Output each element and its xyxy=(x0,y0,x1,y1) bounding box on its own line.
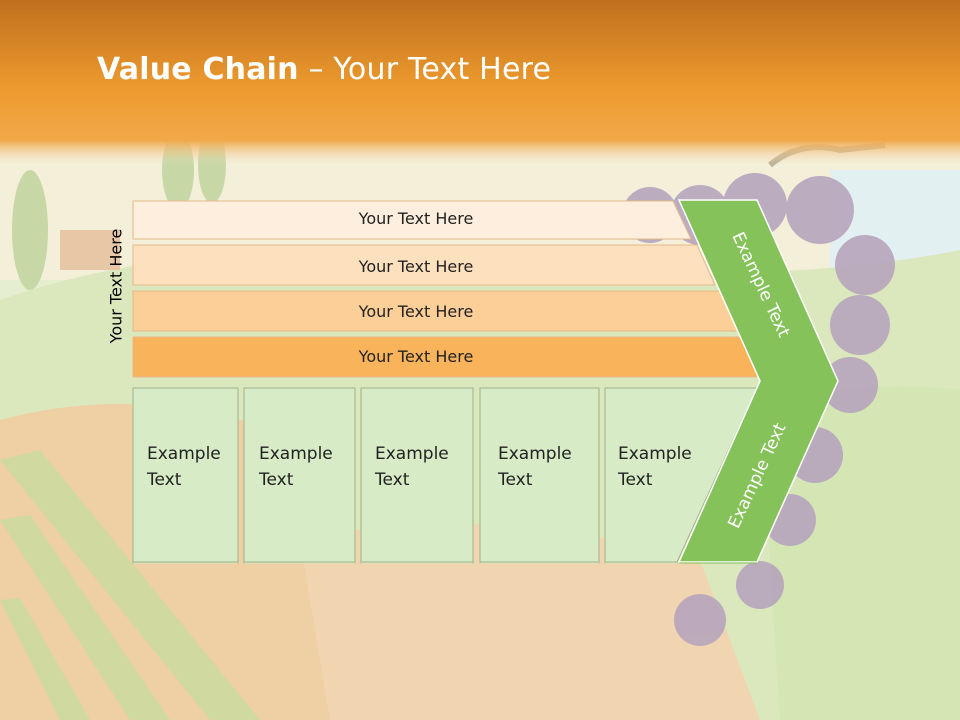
box-1 xyxy=(132,387,239,563)
box-2-line-1: Example xyxy=(259,444,333,464)
bar-1 xyxy=(132,200,692,240)
reflection-text-2: Example xyxy=(259,660,333,680)
box-2-line-2: Text xyxy=(258,470,294,490)
box-1-line-1: Example xyxy=(147,444,221,464)
box-4-line-1: Example xyxy=(498,444,572,464)
box-2 xyxy=(243,387,356,563)
reflection-text-3: Example xyxy=(375,660,449,680)
reflection-text-1: Example xyxy=(147,660,221,680)
box-5-line-1: Example xyxy=(618,444,692,464)
reflection: Example Text Example Text Example Text E… xyxy=(132,561,828,720)
bar-2 xyxy=(132,244,716,286)
reflection-text-4b: Text xyxy=(497,634,533,654)
bar-4-label: Your Text Here xyxy=(358,347,474,366)
title-bold: Value Chain xyxy=(97,52,299,87)
box-3-line-2: Text xyxy=(374,470,410,490)
box-1-line-2: Text xyxy=(146,470,182,490)
reflection-text-5: Example xyxy=(618,660,692,680)
page-title: Value Chain – Your Text Here xyxy=(97,52,551,87)
box-5-line-2: Text xyxy=(617,470,653,490)
bar-2-label: Your Text Here xyxy=(358,257,474,276)
bar-3-label: Your Text Here xyxy=(358,302,474,321)
reflection-text-2b: Text xyxy=(258,634,294,654)
title-rest: – Your Text Here xyxy=(298,52,552,87)
reflection-text-1b: Text xyxy=(146,634,182,654)
box-4-line-2: Text xyxy=(497,470,533,490)
reflection-text-4: Example xyxy=(498,660,572,680)
box-3-line-1: Example xyxy=(375,444,449,464)
chevron xyxy=(677,199,839,563)
bar-1-label: Your Text Here xyxy=(358,209,474,228)
reflection-text-3b: Text xyxy=(374,634,410,654)
box-3 xyxy=(360,387,474,563)
reflection-text-5b: Text xyxy=(617,634,653,654)
box-4 xyxy=(479,387,600,563)
